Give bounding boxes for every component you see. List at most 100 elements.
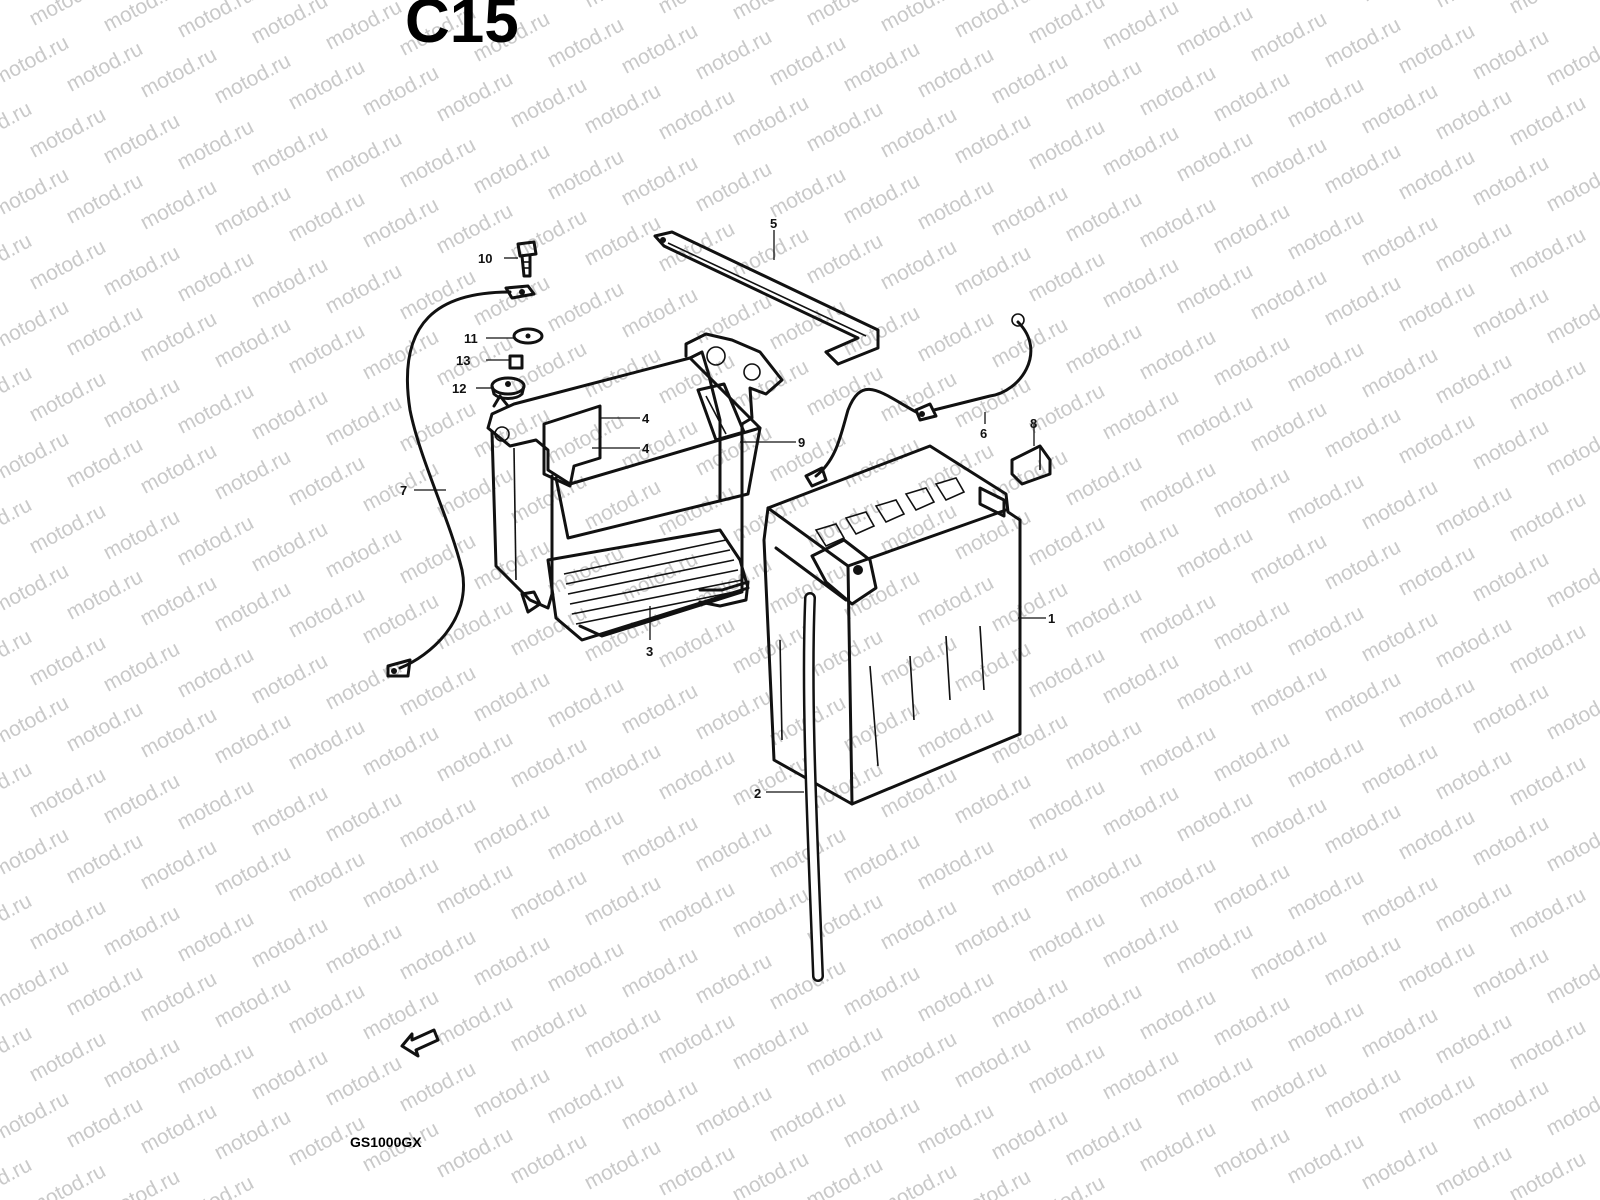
watermark-text: motod.ru [26, 763, 110, 822]
battery[interactable] [762, 444, 1022, 806]
watermark-text: motod.ru [1395, 19, 1479, 78]
watermark-text: motod.ru [1025, 0, 1109, 48]
watermark-text: motod.ru [63, 37, 147, 96]
watermark-text: motod.ru [1469, 415, 1553, 474]
watermark-text: motod.ru [840, 433, 924, 492]
watermark-text: motod.ru [1469, 811, 1553, 870]
watermark-text: motod.ru [1247, 529, 1331, 588]
watermark-text: motod.ru [840, 565, 924, 624]
watermark-text: motod.ru [63, 169, 147, 228]
watermark-text: motod.ru [174, 247, 258, 306]
watermark-text: motod.ru [803, 97, 887, 156]
watermark-text: motod.ru [174, 511, 258, 570]
watermark-text: motod.ru [63, 301, 147, 360]
watermark-text: motod.ru [1025, 115, 1109, 174]
spacer[interactable] [508, 354, 524, 370]
watermark-text: motod.ru [248, 517, 332, 576]
watermark-text: motod.ru [988, 841, 1072, 900]
watermark-text: motod.ru [1432, 217, 1516, 276]
watermark-text: motod.ru [0, 823, 73, 882]
washer[interactable] [512, 327, 544, 345]
cushion-grommet[interactable] [490, 376, 526, 400]
watermark-text: motod.ru [618, 1075, 702, 1134]
watermark-text: motod.ru [1136, 457, 1220, 516]
watermark-text: motod.ru [1506, 619, 1590, 678]
minus-lead-wire[interactable] [386, 284, 536, 678]
watermark-text: motod.ru [988, 49, 1072, 108]
watermark-text: motod.ru [1062, 1111, 1146, 1170]
watermark-text: motod.ru [581, 739, 665, 798]
watermark-text: motod.ru [951, 241, 1035, 300]
cushion-a[interactable] [542, 404, 602, 488]
watermark-text: motod.ru [1543, 553, 1600, 612]
watermark-text: motod.ru [100, 769, 184, 828]
watermark-text: motod.ru [1543, 421, 1600, 480]
watermark-text: motod.ru [359, 985, 443, 1044]
watermark-text: motod.ru [1025, 247, 1109, 306]
watermark-text: motod.ru [285, 979, 369, 1038]
watermark-text: motod.ru [914, 307, 998, 366]
bolt[interactable] [516, 240, 538, 278]
battery-band[interactable] [653, 230, 880, 366]
watermark-text: motod.ru [137, 175, 221, 234]
watermark-text: motod.ru [766, 31, 850, 90]
watermark-text: motod.ru [137, 43, 221, 102]
callout-labels: 1 2 3 4 4 5 6 7 8 9 10 11 12 13 [400, 216, 1055, 801]
callout-spacer: 13 [456, 353, 470, 368]
watermark-text: motod.ru [1321, 271, 1405, 330]
breather-hose[interactable] [802, 592, 824, 982]
watermark-text: motod.ru [618, 547, 702, 606]
callout-holder-bracket: 9 [798, 435, 805, 450]
watermark-text: motod.ru [581, 79, 665, 138]
watermark-text: motod.ru [0, 1087, 73, 1146]
watermark-text: motod.ru [729, 883, 813, 942]
watermark-text: motod.ru [100, 505, 184, 564]
plus-lead-wire[interactable] [804, 313, 1033, 488]
watermark-text: motod.ru [877, 235, 961, 294]
watermark-text: motod.ru [433, 991, 517, 1050]
watermark-text: motod.ru [803, 1021, 887, 1080]
watermark-text: motod.ru [1062, 715, 1146, 774]
watermark-text: motod.ru [1099, 649, 1183, 708]
watermark-text: motod.ru [26, 103, 110, 162]
watermark-text: motod.ru [248, 385, 332, 444]
watermark-text: motod.ru [1025, 907, 1109, 966]
watermark-text: motod.ru [951, 637, 1035, 696]
watermark-text: motod.ru [1284, 1129, 1368, 1188]
watermark-text: motod.ru [1469, 1075, 1553, 1134]
watermark-text: motod.ru [655, 745, 739, 804]
watermark-text: motod.ru [322, 523, 406, 582]
watermark-text: motod.ru [359, 61, 443, 120]
watermark-text: motod.ru [951, 769, 1035, 828]
watermark-text: motod.ru [433, 1123, 517, 1182]
callout-breather-hose: 2 [754, 786, 761, 801]
watermark-text: motod.ru [1395, 1069, 1479, 1128]
watermark-text: motod.ru [581, 343, 665, 402]
watermark-text: motod.ru [1395, 145, 1479, 204]
watermark-text: motod.ru [433, 859, 517, 918]
watermark-text: motod.ru [729, 1015, 813, 1074]
cushion-b[interactable] [696, 382, 746, 442]
watermark-text: motod.ru [1284, 997, 1368, 1056]
terminal-cover[interactable] [1010, 444, 1052, 486]
watermark-text: motod.ru [322, 919, 406, 978]
watermark-text: motod.ru [1062, 187, 1146, 246]
watermark-text: motod.ru [359, 853, 443, 912]
watermark-text: motod.ru [766, 1087, 850, 1146]
watermark-text: motod.ru [63, 961, 147, 1020]
watermark-text: motod.ru [1284, 601, 1368, 660]
callout-cushion-a: 4 [642, 411, 650, 426]
watermark-text: motod.ru [1247, 925, 1331, 984]
watermark-text: motod.ru [951, 109, 1035, 168]
watermark-text: motod.ru [470, 1063, 554, 1122]
watermark-text: motod.ru [1469, 943, 1553, 1002]
watermark-text: motod.ru [1247, 133, 1331, 192]
watermark-text: motod.ru [1469, 25, 1553, 84]
watermark-text: motod.ru [396, 925, 480, 984]
watermark-text: motod.ru [396, 265, 480, 324]
watermark-text: motod.ru [766, 295, 850, 354]
watermark-text: motod.ru [914, 175, 998, 234]
callout-minus-lead: 7 [400, 483, 407, 498]
watermark-text: motod.ru [359, 589, 443, 648]
